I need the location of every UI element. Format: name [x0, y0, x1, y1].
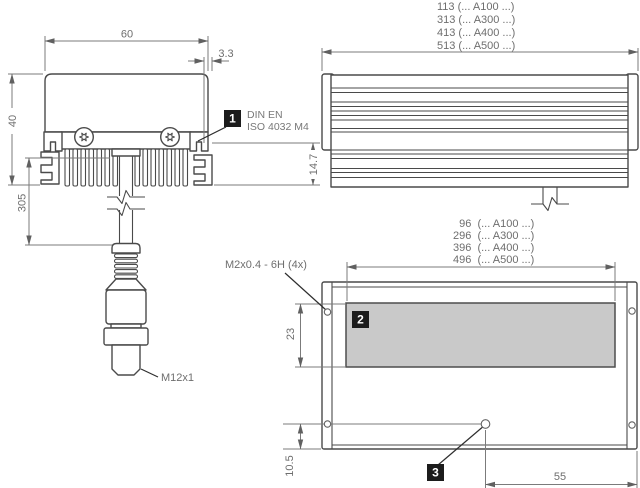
length-variant-4: 513 (... A500 ...): [437, 40, 515, 52]
length-variant-2: 313 (... A300 ...): [437, 14, 515, 26]
connector-thread-label: M12x1: [161, 372, 194, 384]
cable-gland-root: [111, 148, 141, 157]
ext-line-23: [295, 303, 346, 368]
connector-body: [105, 289, 147, 325]
callout-2-number: 2: [357, 313, 364, 327]
callout-1-text-line2: ISO 4032 M4: [247, 121, 309, 133]
front-view: 96 (... A100 ...) 296 (... A300 ...) 396…: [225, 218, 638, 488]
hole-bottom-left: [323, 420, 332, 428]
ext-line-305: [25, 157, 112, 246]
section-view: 60 3.3 40 305 14.7 1 DIN EN ISO 4032 M4 …: [5, 29, 320, 384]
hole-bottom-right: [628, 421, 636, 429]
dim-height-label: 40: [7, 115, 19, 127]
left-mount-hook: [43, 131, 63, 152]
cable-break-symbol: [107, 189, 145, 217]
mount-thread-leader: [284, 272, 327, 311]
dim-hole-right-label: 55: [554, 471, 566, 483]
m12-connector: [103, 242, 149, 376]
connector-dome-cap: [111, 242, 141, 254]
callout-1-text-line1: DIN EN: [247, 109, 283, 121]
cable-stub: [542, 187, 558, 204]
callout-1-marker: [224, 110, 241, 127]
callout-1-number: 1: [229, 112, 236, 126]
housing-body-side: [330, 74, 629, 188]
side-view: 113 (... A100 ...) 313 (... A300 ...) 41…: [321, 1, 639, 212]
dim-edge-offset-label: 3.3: [218, 48, 233, 60]
aperture-variant-4: 496 (... A500 ...): [453, 254, 534, 266]
dim-hole-bottom-label: 10.5: [284, 455, 296, 476]
length-variant-1: 113 (... A100 ...): [437, 1, 514, 13]
mounting-holes: [323, 307, 636, 429]
callout-3-leader: [437, 424, 486, 466]
torx-screw-right: [159, 126, 180, 147]
ext-line-14-7: [212, 142, 320, 186]
hole-top-left: [323, 308, 332, 316]
connector-taper: [105, 278, 147, 291]
aperture-variant-1: 96 (... A100 ...): [453, 218, 534, 230]
hole-top-right: [628, 307, 636, 315]
fin-lines: [331, 87, 628, 179]
cable-lower: [118, 210, 134, 244]
front-inner-edges: [331, 282, 628, 449]
aperture-variant-3: 396 (... A400 ...): [453, 242, 534, 254]
right-channel-profile: [193, 154, 213, 186]
cable-break-symbol-side: [531, 196, 569, 212]
length-variant-list: 113 (... A100 ...) 313 (... A300 ...) 41…: [437, 1, 515, 52]
aperture-variant-list: 96 (... A100 ...) 296 (... A300 ...) 396…: [453, 218, 534, 266]
length-variant-3: 413 (... A400 ...): [437, 27, 515, 39]
callout-2-marker: [352, 311, 369, 328]
dim-width-label: 60: [121, 29, 133, 41]
connector-thread-stud: [111, 344, 141, 376]
callout-3-marker: [427, 464, 444, 481]
left-channel-profile: [40, 151, 60, 185]
callout-1-leader: [197, 126, 227, 142]
dim-channel-depth-label: 14.7: [308, 154, 320, 175]
callout-3-number: 3: [432, 466, 439, 480]
cable-upper: [118, 156, 134, 196]
connector-strain-relief: [113, 253, 139, 279]
mount-thread-label: M2x0.4 - 6H (4x): [225, 259, 307, 271]
aperture-variant-2: 296 (... A300 ...): [453, 230, 534, 242]
dim-cable-length-label: 305: [16, 194, 28, 212]
right-mount-hook-nut-pocket: [189, 131, 209, 152]
hole-center: [480, 419, 491, 429]
sensing-window: [345, 302, 616, 368]
housing-body-section: [44, 73, 209, 133]
m12-leader: [140, 368, 159, 378]
connector-hex-nut: [103, 327, 149, 346]
torx-screw-left: [73, 126, 94, 147]
dim-aperture-height-label: 23: [285, 328, 297, 340]
